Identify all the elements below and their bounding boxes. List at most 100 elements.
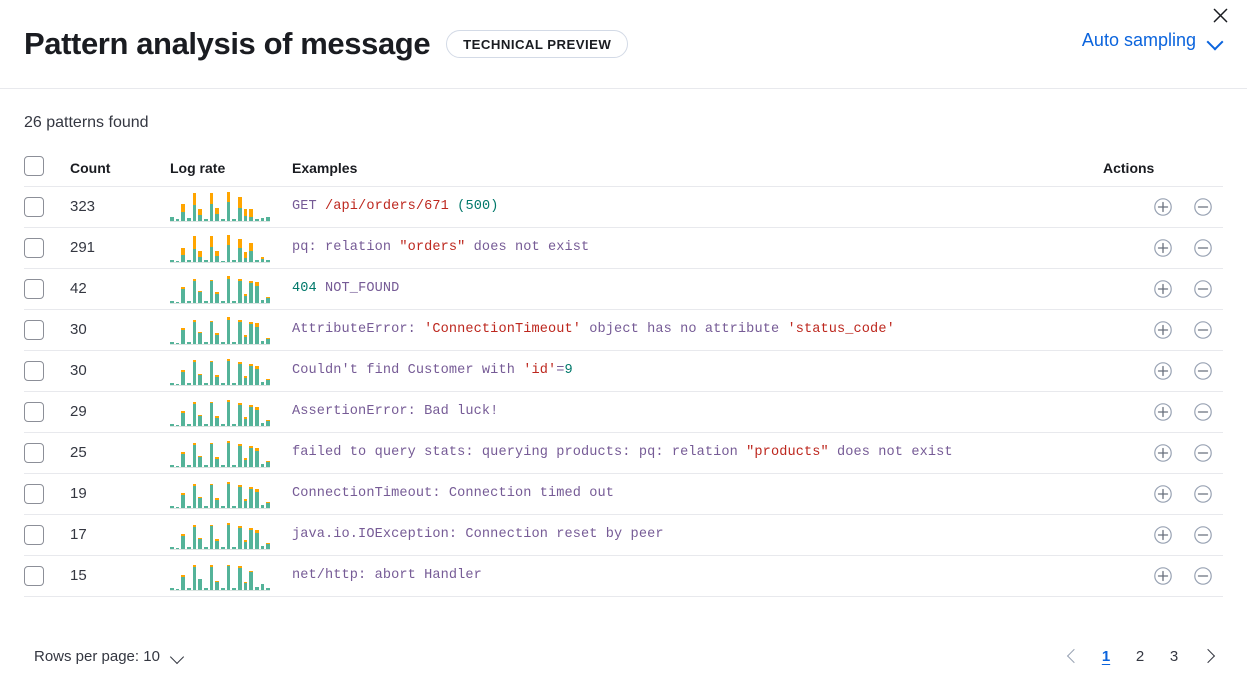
sparkline-bar bbox=[238, 525, 242, 549]
sparkline-bar-upper bbox=[215, 456, 220, 459]
circle-minus-icon bbox=[1194, 238, 1212, 257]
sparkline-bar bbox=[215, 456, 220, 467]
sparkline-bar-upper bbox=[238, 319, 242, 322]
sparkline-bar bbox=[170, 464, 174, 467]
sparkline-bar-lower bbox=[221, 505, 225, 508]
remove-filter-button[interactable] bbox=[1183, 483, 1223, 505]
row-checkbox[interactable] bbox=[24, 278, 44, 299]
remove-filter-button[interactable] bbox=[1183, 319, 1223, 341]
row-checkbox[interactable] bbox=[24, 442, 44, 463]
row-count: 29 bbox=[70, 391, 170, 433]
column-header-count[interactable]: Count bbox=[70, 155, 170, 187]
page-button-1[interactable]: 1 bbox=[1091, 641, 1121, 671]
remove-filter-button[interactable] bbox=[1183, 524, 1223, 546]
row-checkbox[interactable] bbox=[24, 196, 44, 217]
sparkline-bar-lower bbox=[255, 218, 259, 221]
next-page-button[interactable] bbox=[1193, 641, 1223, 671]
sparkline-bar bbox=[226, 191, 231, 221]
sparkline-bar bbox=[192, 359, 197, 385]
add-filter-button[interactable] bbox=[1143, 524, 1183, 546]
example-token: GET bbox=[292, 199, 326, 215]
sparkline-bar bbox=[181, 369, 186, 385]
sparkline-bar-lower bbox=[249, 406, 254, 426]
sparkline-bar bbox=[232, 300, 237, 303]
sparkline-bar-upper bbox=[266, 296, 271, 298]
remove-filter-button[interactable] bbox=[1183, 565, 1223, 587]
sparkline-bar bbox=[266, 419, 271, 426]
column-header-log-rate[interactable]: Log rate bbox=[170, 155, 292, 187]
add-filter-button[interactable] bbox=[1143, 565, 1183, 587]
sparkline-bar bbox=[187, 382, 191, 385]
row-checkbox[interactable] bbox=[24, 483, 44, 504]
row-checkbox[interactable] bbox=[24, 237, 44, 258]
sparkline-bar bbox=[266, 296, 271, 303]
row-log-rate-cell bbox=[170, 555, 292, 597]
sparkline-bar-lower bbox=[226, 244, 231, 262]
remove-filter-button[interactable] bbox=[1183, 237, 1223, 259]
sparkline-bar-lower bbox=[204, 259, 208, 262]
sparkline-bar-upper bbox=[249, 527, 254, 530]
sparkline-bar-lower bbox=[243, 500, 248, 508]
sparkline-bar bbox=[232, 587, 237, 590]
sparkline-bar bbox=[266, 337, 271, 344]
remove-filter-button[interactable] bbox=[1183, 278, 1223, 300]
sparkline-bar-upper bbox=[198, 208, 203, 215]
remove-filter-button[interactable] bbox=[1183, 360, 1223, 382]
sparkline-bar-upper bbox=[198, 455, 203, 457]
sparkline-bar-upper bbox=[238, 402, 242, 405]
row-checkbox[interactable] bbox=[24, 319, 44, 340]
add-filter-button[interactable] bbox=[1143, 196, 1183, 218]
add-filter-button[interactable] bbox=[1143, 278, 1183, 300]
sparkline-bar-lower bbox=[243, 336, 248, 344]
page-button-3[interactable]: 3 bbox=[1159, 641, 1189, 671]
remove-filter-button[interactable] bbox=[1183, 196, 1223, 218]
add-filter-button[interactable] bbox=[1143, 442, 1183, 464]
sparkline-bar bbox=[232, 423, 237, 426]
sparkline-bar-lower bbox=[232, 423, 237, 426]
row-checkbox[interactable] bbox=[24, 565, 44, 586]
sparkline-bar-lower bbox=[249, 323, 254, 344]
sparkline-bar-lower bbox=[249, 282, 254, 303]
sparkline-bar bbox=[255, 447, 259, 467]
select-all-checkbox[interactable] bbox=[24, 155, 44, 176]
rows-per-page-button[interactable]: Rows per page: 10 bbox=[24, 642, 194, 671]
sparkline-bar-upper bbox=[181, 369, 186, 372]
row-checkbox[interactable] bbox=[24, 360, 44, 381]
sparkline-bar-upper bbox=[209, 360, 214, 362]
remove-filter-button[interactable] bbox=[1183, 442, 1223, 464]
row-example: AssertionError: Bad luck! bbox=[292, 391, 1103, 433]
sparkline-bar-lower bbox=[255, 259, 259, 262]
sparkline-bar bbox=[198, 455, 203, 467]
auto-sampling-button[interactable]: Auto sampling bbox=[1082, 30, 1223, 51]
sparkline-bar-upper bbox=[198, 331, 203, 333]
sparkline-bar-lower bbox=[204, 546, 208, 549]
add-filter-button[interactable] bbox=[1143, 360, 1183, 382]
sparkline-bar bbox=[226, 399, 231, 426]
sparkline-bar-upper bbox=[243, 251, 248, 258]
remove-filter-button[interactable] bbox=[1183, 401, 1223, 423]
sparkline-bar bbox=[170, 505, 174, 508]
column-header-examples[interactable]: Examples bbox=[292, 155, 1103, 187]
add-filter-button[interactable] bbox=[1143, 319, 1183, 341]
sparkline-bar-upper bbox=[238, 196, 242, 208]
row-checkbox[interactable] bbox=[24, 401, 44, 422]
row-log-rate-cell bbox=[170, 186, 292, 228]
add-filter-button[interactable] bbox=[1143, 401, 1183, 423]
sparkline-bar bbox=[187, 341, 191, 344]
sparkline-bar bbox=[266, 542, 271, 549]
row-example: Couldn't find Customer with 'id'=9 bbox=[292, 350, 1103, 392]
sparkline-bar bbox=[187, 259, 191, 262]
row-select-cell bbox=[24, 309, 70, 351]
add-filter-button[interactable] bbox=[1143, 483, 1183, 505]
previous-page-button[interactable] bbox=[1057, 641, 1087, 671]
close-button[interactable] bbox=[1207, 2, 1233, 28]
sparkline-bar-lower bbox=[170, 259, 174, 262]
row-log-rate-cell bbox=[170, 227, 292, 269]
add-filter-button[interactable] bbox=[1143, 237, 1183, 259]
page-button-2[interactable]: 2 bbox=[1125, 641, 1155, 671]
sparkline-bar bbox=[181, 574, 186, 590]
row-checkbox[interactable] bbox=[24, 524, 44, 545]
sparkline-bar-lower bbox=[266, 379, 271, 385]
sparkline-bar bbox=[260, 504, 265, 508]
